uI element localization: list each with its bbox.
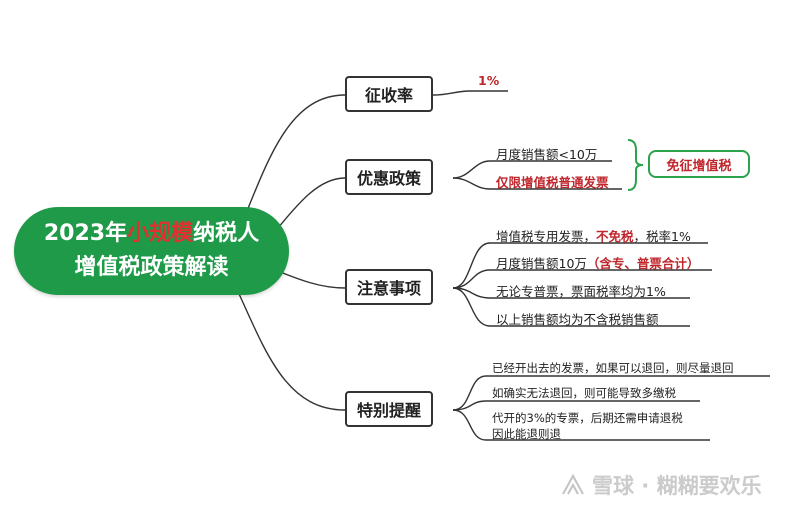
connector-youhui-leaf1 bbox=[452, 160, 612, 179]
leaf-tebie-4: 因此能退则退 bbox=[492, 427, 561, 441]
xueqiu-logo-icon bbox=[562, 473, 584, 495]
connector-tebie-leaf3 bbox=[452, 409, 710, 441]
leaf-zhuyi-2: 月度销售额10万（含专、普票合计） bbox=[496, 253, 699, 272]
leaf-zhuyi-2-a: 月度销售额10万 bbox=[496, 256, 587, 271]
branch-zhengshoulv: 征收率 bbox=[345, 76, 433, 112]
root-year: 2023年 bbox=[43, 221, 128, 246]
connector-tebie-leaf1 bbox=[452, 375, 770, 411]
leaf-zhuyi-2-b: （含专、普票合计） bbox=[586, 256, 700, 271]
branch-zhuyi: 注意事项 bbox=[345, 269, 433, 305]
connector-zhuyi-leaf1 bbox=[452, 242, 708, 289]
connector-zhuyi-leaf4 bbox=[452, 287, 690, 327]
leaf-zhuyi-1-b: 不免税 bbox=[596, 229, 634, 244]
leaf-zhengshoulv-rate: 1% bbox=[478, 73, 500, 88]
connector-youhui-leaf2 bbox=[452, 177, 622, 190]
leaf-zhuyi-3: 无论专普票，票面税率均为1% bbox=[496, 284, 666, 299]
leaf-zhuyi-1-a: 增值税专用发票， bbox=[496, 229, 597, 244]
result-box-mianzheng: 免征增值税 bbox=[648, 150, 750, 178]
leaf-youhui-2: 仅限增值税普通发票 bbox=[496, 175, 609, 190]
connector-zhuyi-leaf2 bbox=[452, 269, 712, 289]
leaf-tebie-2: 如确实无法退回，则可能导致多缴税 bbox=[492, 386, 676, 400]
leaf-zhuyi-1-c: ，税率1% bbox=[633, 229, 691, 244]
connector-zhuyi-leaf3 bbox=[452, 287, 690, 299]
watermark-text: 雪球 · 糊糊要欢乐 bbox=[592, 474, 762, 498]
leaf-tebie-1: 已经开出去的发票，如果可以退回，则尽量退回 bbox=[492, 361, 734, 375]
leaf-youhui-1: 月度销售额<10万 bbox=[496, 147, 598, 162]
bracket-shape bbox=[627, 139, 644, 191]
branch-tebie: 特别提醒 bbox=[345, 391, 433, 427]
root-title-line2: 增值税政策解读 bbox=[74, 255, 229, 280]
leaf-zhuyi-1: 增值税专用发票，不免税，税率1% bbox=[496, 226, 691, 245]
branch-youhui: 优惠政策 bbox=[345, 159, 433, 195]
connector-tebie-leaf2 bbox=[452, 400, 700, 411]
root-node: 2023年小规模纳税人 增值税政策解读 bbox=[14, 207, 289, 295]
connector-zhengshoulv-leaf bbox=[432, 90, 508, 96]
leaf-zhuyi-4: 以上销售额均为不含税销售额 bbox=[496, 312, 659, 327]
leaf-tebie-3: 代开的3%的专票，后期还需申请退税 bbox=[492, 411, 683, 425]
connector-root-tebie bbox=[234, 284, 346, 411]
root-highlight: 小规模 bbox=[127, 221, 194, 246]
root-line1-rest: 纳税人 bbox=[193, 221, 260, 246]
root-title-line1: 2023年小规模纳税人 bbox=[44, 217, 259, 251]
